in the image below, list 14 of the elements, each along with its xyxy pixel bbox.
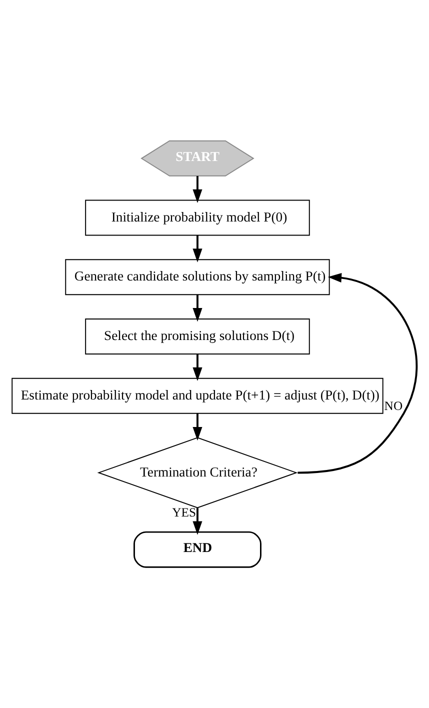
arrow [192,354,202,382]
node-diamond: Termination Criteria? [97,437,298,508]
node-box: Estimate probability model and update P(t+1) = adjust (P(t), D(t)) [12,378,384,414]
node-box: Initialize probability model P(0) [85,200,310,236]
arrow [192,176,202,203]
arrow [192,508,202,535]
arrow [298,272,418,474]
arrow [192,294,202,322]
node-box: Select the promising solutions D(t) [85,318,310,354]
arrow [192,235,202,262]
edge-label: NO [384,398,403,413]
node-box: END [134,531,262,568]
node-box: Generate candidate solutions by sampling P(t) [65,259,330,296]
arrow [192,413,202,441]
